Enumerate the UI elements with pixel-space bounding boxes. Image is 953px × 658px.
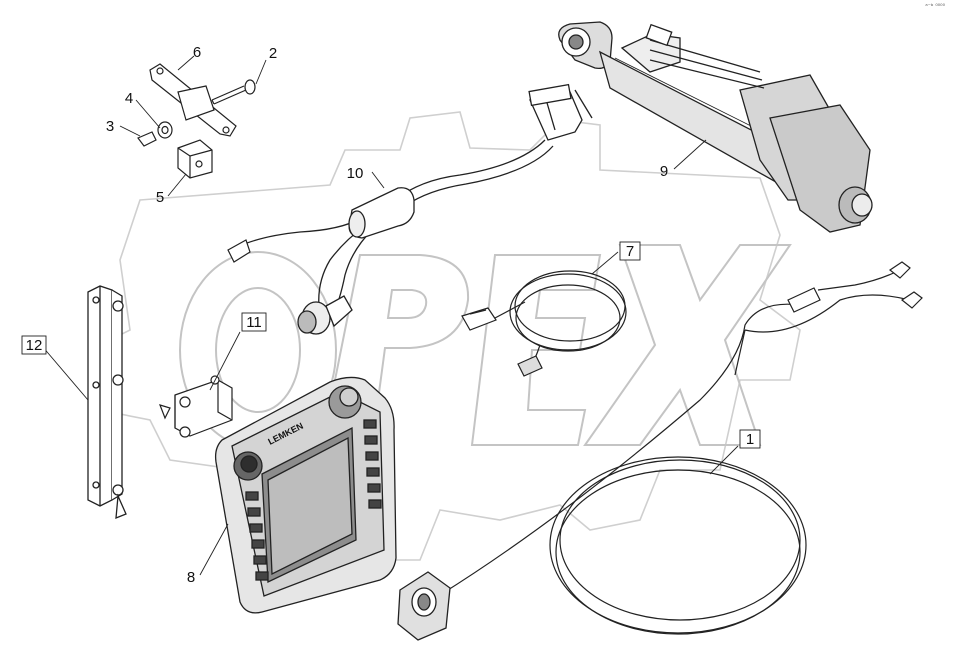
svg-text:10: 10 [347, 165, 364, 182]
callout-7: 7 [619, 241, 641, 261]
data-cable [494, 270, 627, 369]
callout-8: 8 [187, 569, 195, 586]
callout-3: 3 [106, 118, 114, 135]
control-terminal [214, 376, 397, 614]
harness-sleeve [348, 187, 415, 239]
power-ring-terminals [888, 261, 923, 309]
svg-text:5: 5 [156, 189, 164, 206]
bracket [159, 375, 233, 438]
harness-connector-small [227, 239, 251, 263]
data-cable-connector [461, 307, 543, 377]
callout-5: 5 [156, 189, 164, 206]
callout-9: 9 [660, 163, 668, 180]
wing-nut [137, 131, 157, 147]
spacer-block [177, 139, 213, 179]
bolt [211, 79, 256, 105]
callout-2: 2 [269, 45, 277, 62]
svg-text:6: 6 [193, 44, 201, 61]
svg-text:7: 7 [626, 243, 634, 260]
corner-mark: ᵃ⁻ᵇ ⁰⁰⁰⁰ [925, 3, 945, 10]
svg-text:9: 9 [660, 163, 668, 180]
power-cable [439, 269, 911, 635]
callout-10: 10 [347, 165, 364, 182]
callout-12: 12 [21, 335, 47, 355]
svg-text:11: 11 [246, 314, 262, 331]
power-fuse-holder [787, 287, 821, 313]
callout-1: 1 [739, 429, 761, 449]
svg-text:3: 3 [106, 118, 114, 135]
svg-text:8: 8 [187, 569, 195, 586]
mounting-rail [87, 285, 127, 519]
callout-11: 11 [241, 312, 267, 332]
callout-6: 6 [193, 44, 201, 61]
svg-text:1: 1 [746, 431, 754, 448]
harness-connector-round [297, 295, 353, 335]
svg-text:4: 4 [125, 90, 133, 107]
linear-actuator [558, 21, 873, 233]
callout-4: 4 [125, 90, 133, 107]
svg-text:12: 12 [26, 337, 43, 354]
svg-text:2: 2 [269, 45, 277, 62]
wiring-harness [234, 83, 593, 319]
leader-lines [41, 55, 739, 576]
plate [149, 63, 237, 137]
washer [157, 121, 173, 139]
watermark-gear [89, 111, 801, 561]
power-plug [397, 571, 451, 641]
